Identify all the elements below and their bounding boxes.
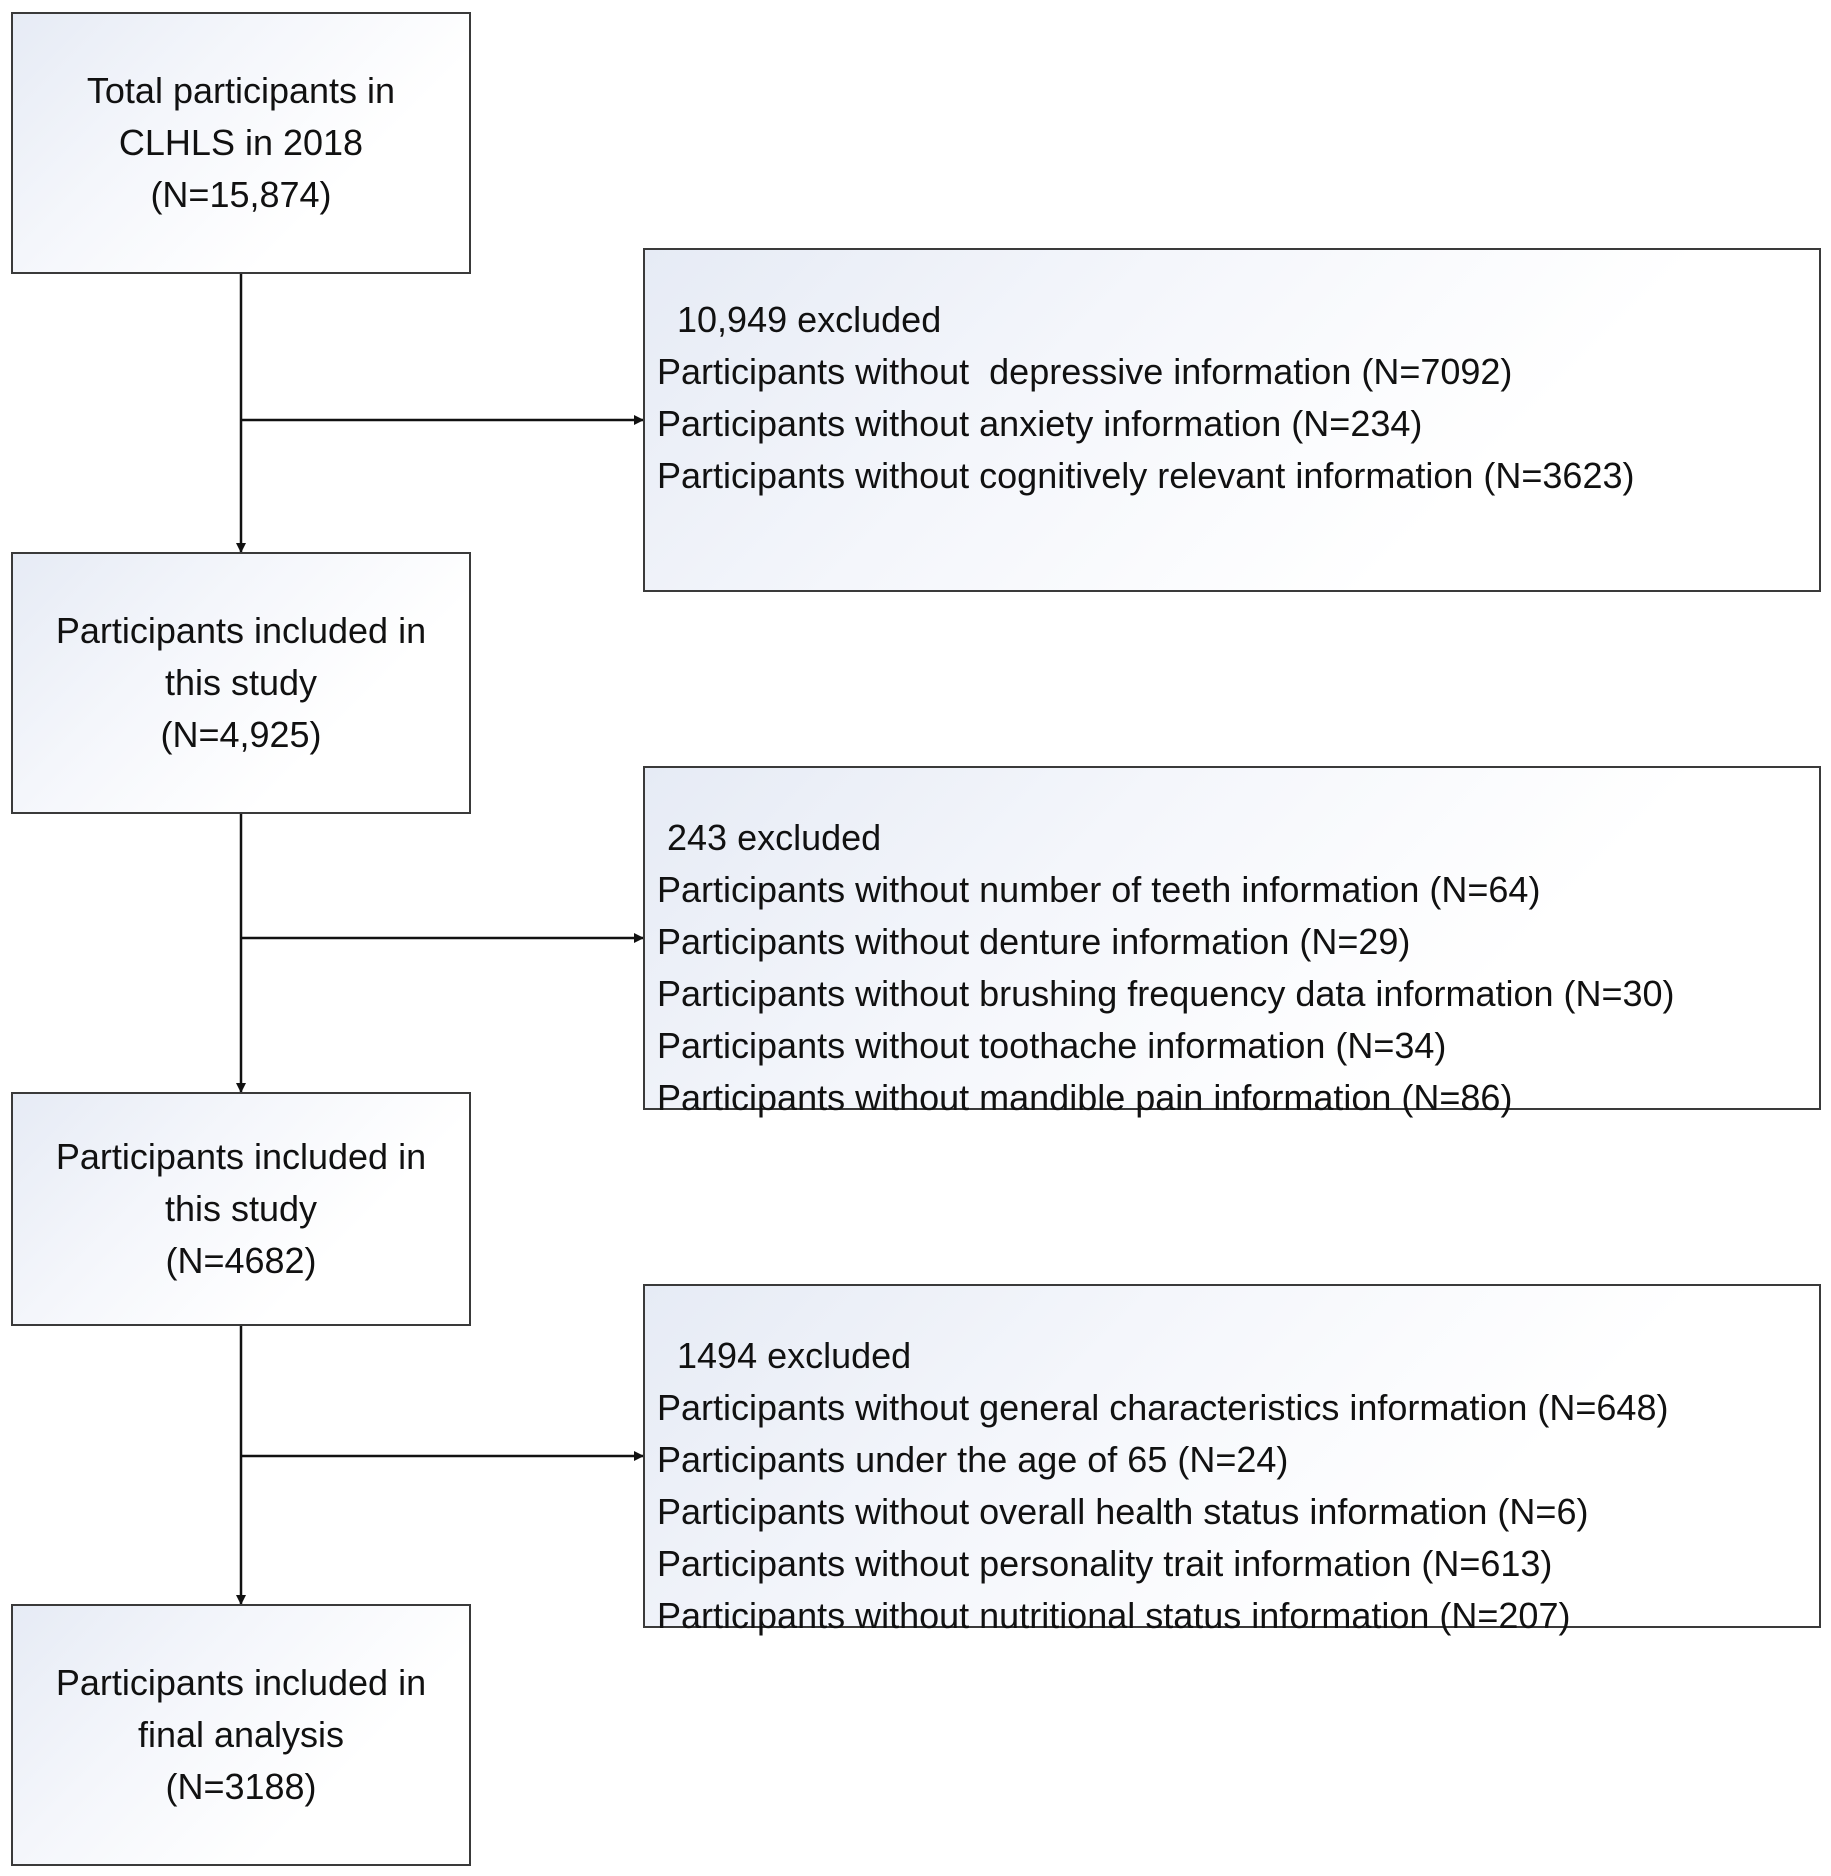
exclusion-item: Participants without mandible pain infor…: [657, 1077, 1513, 1118]
exclusion-item: Participants without number of teeth inf…: [657, 869, 1541, 910]
exclusion-box-2: 243 excluded Participants without number…: [643, 766, 1821, 1118]
exclusion-title: 243 excluded: [667, 817, 882, 858]
exclusion-title: 10,949 excluded: [677, 299, 942, 340]
stage-line: CLHLS in 2018: [118, 122, 364, 163]
stage-line: Participants included in: [55, 610, 427, 651]
stage-box-final: Participants included in final analysis …: [11, 1604, 471, 1866]
exclusion-title: 1494 excluded: [677, 1335, 912, 1376]
stage-line: this study: [164, 1188, 318, 1229]
stage-line: Participants included in: [55, 1662, 427, 1703]
exclusion-box-1: 10,949 excluded Participants without dep…: [643, 248, 1821, 592]
exclusion-item: Participants without toothache informati…: [657, 1025, 1447, 1066]
exclusion-item: Participants without overall health stat…: [657, 1491, 1589, 1532]
exclusion-item: Participants without anxiety information…: [657, 403, 1423, 444]
exclusion-item: Participants under the age of 65 (N=24): [657, 1439, 1289, 1480]
exclusion-item: Participants without nutritional status …: [657, 1595, 1571, 1636]
exclusion-item: Participants without cognitively relevan…: [657, 455, 1635, 496]
exclusion-item: Participants without personality trait i…: [657, 1543, 1553, 1584]
stage-line: (N=4682): [165, 1240, 317, 1281]
exclusion-item: Participants without denture information…: [657, 921, 1411, 962]
stage-box-included-2: Participants included in this study (N=4…: [11, 1092, 471, 1326]
exclusion-item: Participants without brushing frequency …: [657, 973, 1675, 1014]
stage-line: final analysis: [137, 1714, 345, 1755]
stage-line: Total participants in: [86, 70, 396, 111]
exclusion-box-3: 1494 excluded Participants without gener…: [643, 1284, 1821, 1636]
stage-line: Participants included in: [55, 1136, 427, 1177]
stage-line: (N=15,874): [150, 174, 332, 215]
stage-box-total: Total participants in CLHLS in 2018 (N=1…: [11, 12, 471, 274]
stage-line: this study: [164, 662, 318, 703]
stage-box-included-1: Participants included in this study (N=4…: [11, 552, 471, 814]
stage-line: (N=4,925): [160, 714, 322, 755]
exclusion-item: Participants without general characteris…: [657, 1387, 1669, 1428]
exclusion-item: Participants without depressive informat…: [657, 351, 1513, 392]
stage-line: (N=3188): [165, 1766, 317, 1807]
